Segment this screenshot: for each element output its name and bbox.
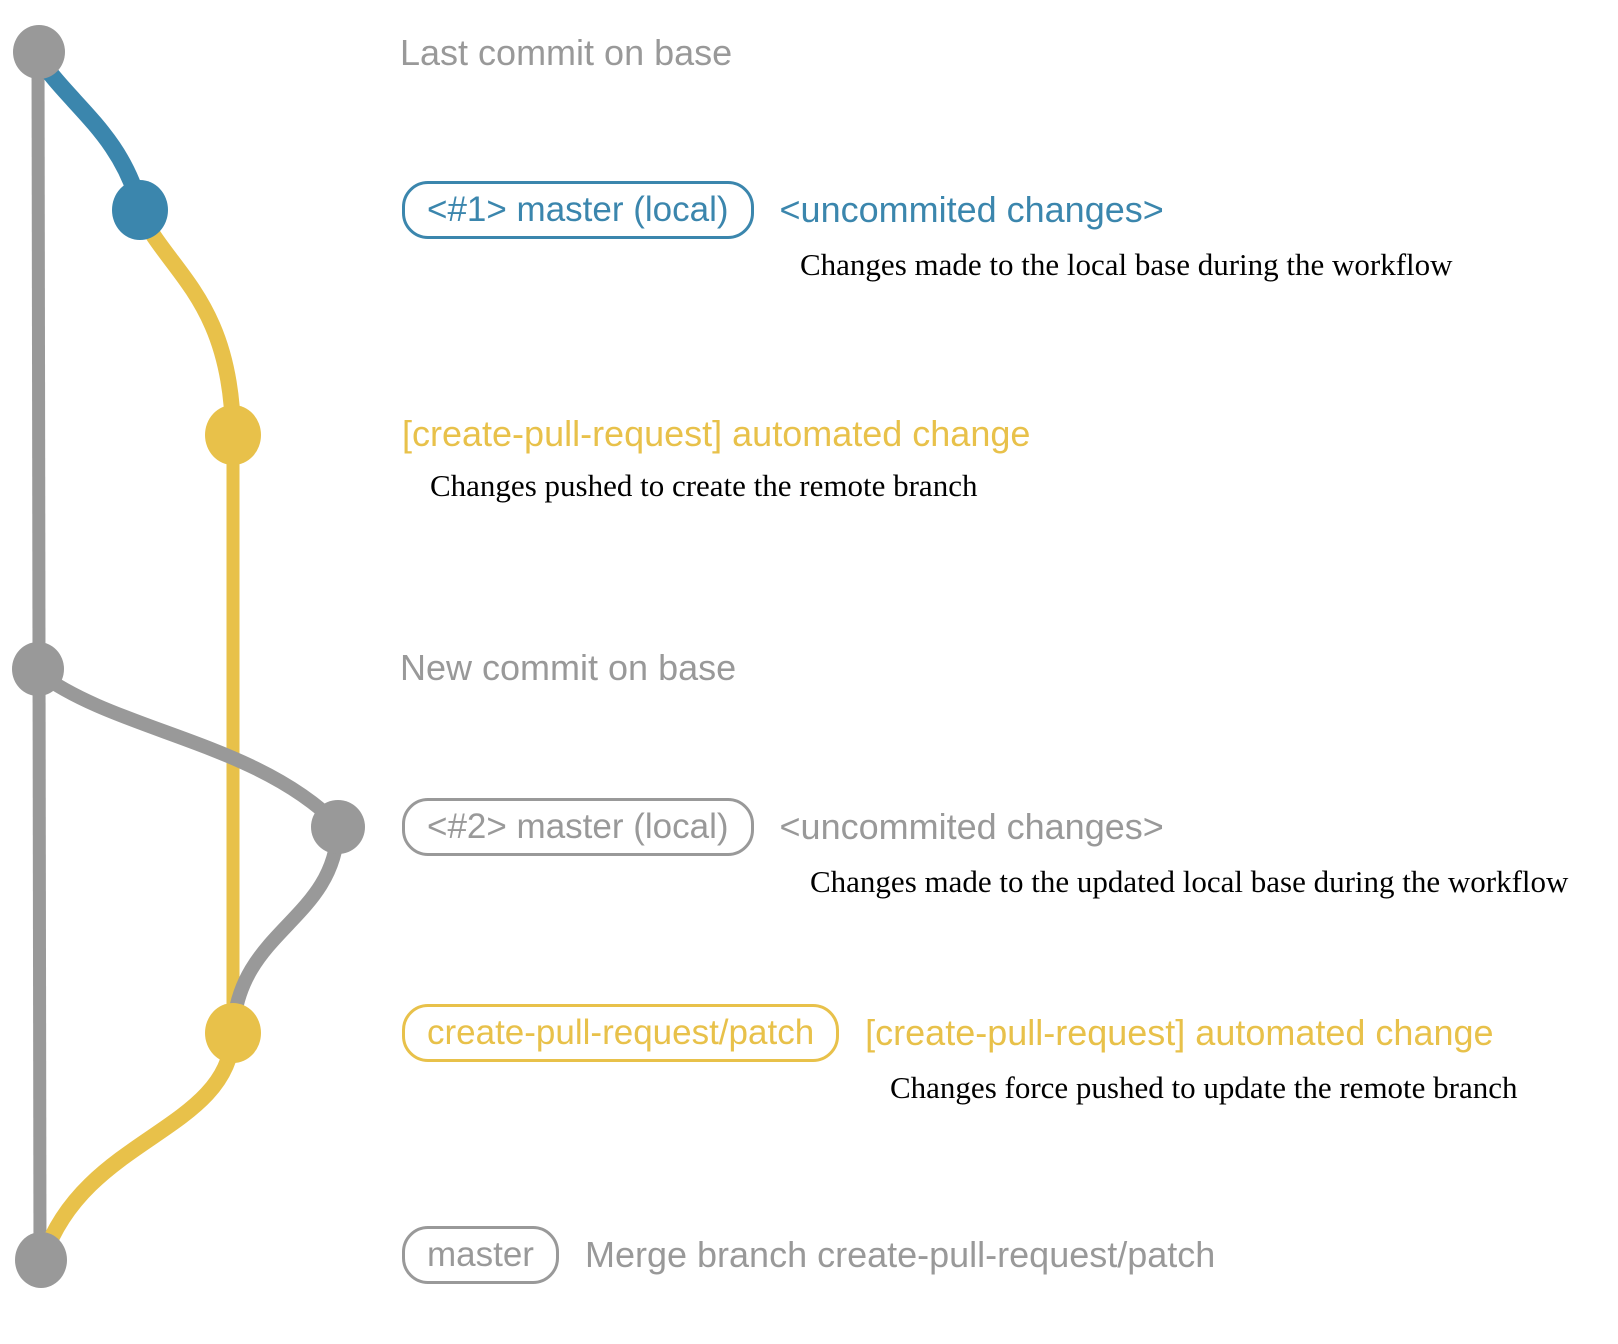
patch-commit-label-2: [create-pull-request] automated change — [865, 1012, 1494, 1053]
commit-dot-last-base — [13, 25, 65, 79]
patch-merge-curve — [36, 1034, 241, 1259]
uncommitted-changes-label-2: <uncommited changes> — [779, 806, 1164, 847]
branch-pill-master-local-1: <#1> master (local) — [402, 181, 754, 239]
git-graph — [12, 25, 365, 1288]
branch-pill-master: master — [402, 1226, 559, 1284]
commit-dot-merge — [15, 1232, 67, 1288]
commit-dot-local-2 — [311, 800, 365, 854]
description-patch-commit-2: Changes force pushed to update the remot… — [890, 1070, 1518, 1105]
branch-pill-master-local-2: <#2> master (local) — [402, 798, 754, 856]
uncommitted-changes-label-1: <uncommited changes> — [779, 189, 1164, 230]
branch-pill-create-pull-request-patch: create-pull-request/patch — [402, 1004, 840, 1062]
patch-commit-label-1: [create-pull-request] automated change — [402, 413, 1031, 454]
row-local-commit-2: <#2> master (local) <uncommited changes> — [402, 798, 1164, 856]
base-to-local-curve-2 — [34, 667, 343, 830]
description-local-commit-2: Changes made to the updated local base d… — [810, 864, 1569, 899]
commit-dot-new-base — [12, 642, 64, 696]
annotation-new-commit-on-base: New commit on base — [400, 647, 737, 688]
commit-dot-patch-2 — [205, 1003, 261, 1063]
description-local-commit-1: Changes made to the local base during th… — [800, 247, 1453, 282]
patch-push-curve-1 — [132, 208, 241, 434]
commit-dot-local-1 — [112, 180, 168, 240]
annotation-last-commit-on-base: Last commit on base — [400, 32, 733, 73]
row-merge-commit: master Merge branch create-pull-request/… — [402, 1226, 1215, 1284]
row-patch-commit-2: create-pull-request/patch [create-pull-r… — [402, 1004, 1494, 1062]
commit-dot-patch-1 — [205, 405, 261, 465]
row-local-commit-1: <#1> master (local) <uncommited changes> — [402, 181, 1164, 239]
merge-commit-label: Merge branch create-pull-request/patch — [584, 1234, 1216, 1275]
local-to-patch-curve-2 — [226, 828, 345, 1034]
description-patch-commit-1: Changes pushed to create the remote bran… — [430, 468, 978, 503]
